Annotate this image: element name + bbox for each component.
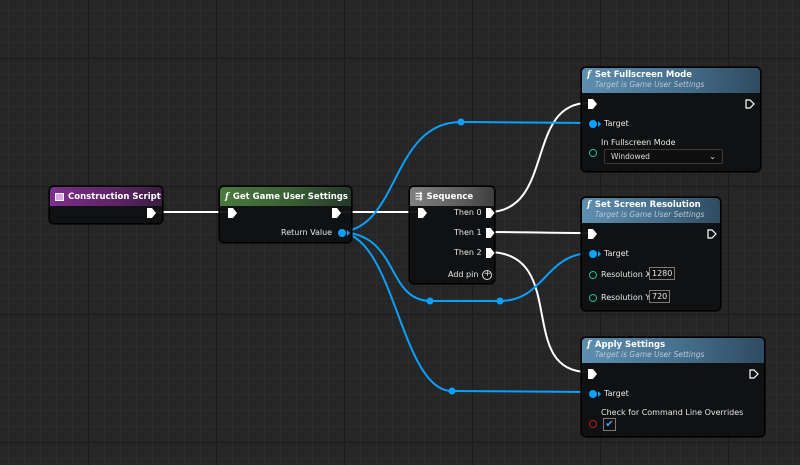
set-fullscreen-mode-subtitle: Target is Game User Settings <box>594 80 705 89</box>
exec-output-pin[interactable] <box>749 369 759 379</box>
reroute-knot-2 <box>426 297 434 305</box>
pin-arrow-icon <box>598 121 601 127</box>
get-game-user-settings-header[interactable]: f Get Game User Settings <box>220 187 351 206</box>
set-screen-resolution-title: Set Screen Resolution <box>594 200 701 210</box>
construction-script-title: Construction Script <box>68 191 161 202</box>
exec-wire-then2-to-apply <box>487 251 589 373</box>
get-game-user-settings-title: Get Game User Settings <box>232 191 348 202</box>
return-value-pin[interactable] <box>338 229 347 237</box>
in-fullscreen-mode-label: In Fullscreen Mode <box>601 138 676 147</box>
function-icon: f <box>225 191 229 202</box>
reroute-knot-1 <box>457 118 465 126</box>
function-icon: f <box>587 340 591 350</box>
resolution-y-input[interactable]: 720 <box>649 290 671 303</box>
then-1-pin[interactable] <box>485 228 495 238</box>
function-icon: f <box>587 200 591 210</box>
set-screen-resolution-subtitle: Target is Game User Settings <box>594 210 705 219</box>
sequence-node[interactable]: ⇶ Sequence Then 0 Then 1 Then 2 Add pin … <box>409 186 495 284</box>
resolution-x-pin[interactable] <box>589 271 597 279</box>
command-line-overrides-label: Check for Command Line Overrides <box>601 408 744 417</box>
fullscreen-mode-dropdown[interactable]: Windowed ⌄ <box>604 149 723 164</box>
sequence-title: Sequence <box>426 191 474 202</box>
target-label: Target <box>604 249 629 258</box>
exec-wire-then0-to-fullscreen <box>487 102 589 213</box>
resolution-y-label: Resolution Y <box>601 293 651 302</box>
set-screen-resolution-node[interactable]: f Set Screen Resolution Target is Game U… <box>581 197 721 311</box>
set-fullscreen-mode-title: Set Fullscreen Mode <box>594 70 693 80</box>
then-2-pin[interactable] <box>485 248 495 258</box>
command-line-overrides-pin[interactable] <box>589 420 597 428</box>
then-1-label: Then 1 <box>454 228 482 237</box>
in-fullscreen-mode-pin[interactable] <box>589 149 597 157</box>
construction-script-node[interactable]: Construction Script <box>49 186 163 224</box>
return-value-label: Return Value <box>281 228 333 237</box>
command-line-overrides-checkbox[interactable]: ✔ <box>603 418 616 431</box>
add-pin-label: Add pin <box>448 270 479 279</box>
apply-settings-node[interactable]: f Apply Settings Target is Game User Set… <box>581 337 765 437</box>
target-label: Target <box>604 389 629 398</box>
then-2-label: Then 2 <box>454 248 482 257</box>
checkmark-icon: ✔ <box>605 419 614 430</box>
set-fullscreen-mode-header[interactable]: f Set Fullscreen Mode Target is Game Use… <box>582 68 760 93</box>
apply-settings-header[interactable]: f Apply Settings Target is Game User Set… <box>582 338 764 363</box>
construction-script-header[interactable]: Construction Script <box>50 187 162 206</box>
target-pin[interactable] <box>589 120 597 128</box>
target-pin[interactable] <box>589 250 597 258</box>
exec-output-pin[interactable] <box>147 208 156 218</box>
then-0-pin[interactable] <box>485 208 495 218</box>
exec-output-pin[interactable] <box>332 208 341 218</box>
fullscreen-mode-value: Windowed <box>611 152 650 161</box>
chevron-down-icon: ⌄ <box>709 152 716 161</box>
sequence-header[interactable]: ⇶ Sequence <box>410 187 494 206</box>
reroute-knot-4 <box>448 387 456 395</box>
construction-script-icon <box>55 192 64 201</box>
apply-settings-title: Apply Settings <box>594 340 666 350</box>
exec-wire-then1-to-resolution <box>487 231 589 234</box>
exec-output-pin[interactable] <box>745 99 755 109</box>
set-screen-resolution-header[interactable]: f Set Screen Resolution Target is Game U… <box>582 198 720 223</box>
target-pin[interactable] <box>589 390 597 398</box>
then-0-label: Then 0 <box>454 208 482 217</box>
reroute-knot-3 <box>496 297 504 305</box>
exec-input-pin[interactable] <box>228 208 237 218</box>
add-pin-icon: + <box>482 269 493 280</box>
resolution-x-label: Resolution X <box>601 270 651 279</box>
target-label: Target <box>604 119 629 128</box>
exec-input-pin[interactable] <box>588 99 597 109</box>
pin-arrow-icon <box>598 251 601 257</box>
exec-input-pin[interactable] <box>418 208 427 218</box>
add-pin-button[interactable]: Add pin + <box>448 269 493 280</box>
set-fullscreen-mode-node[interactable]: f Set Fullscreen Mode Target is Game Use… <box>581 67 761 172</box>
apply-settings-subtitle: Target is Game User Settings <box>594 350 705 359</box>
sequence-icon: ⇶ <box>415 191 423 202</box>
function-icon: f <box>587 70 591 80</box>
pin-arrow-icon <box>347 230 351 236</box>
resolution-x-input[interactable]: 1280 <box>649 267 676 280</box>
exec-input-pin[interactable] <box>588 369 597 379</box>
resolution-y-pin[interactable] <box>589 294 597 302</box>
exec-input-pin[interactable] <box>588 229 597 239</box>
get-game-user-settings-node[interactable]: f Get Game User Settings Return Value <box>219 186 352 243</box>
pin-arrow-icon <box>598 391 601 397</box>
exec-output-pin[interactable] <box>707 229 717 239</box>
